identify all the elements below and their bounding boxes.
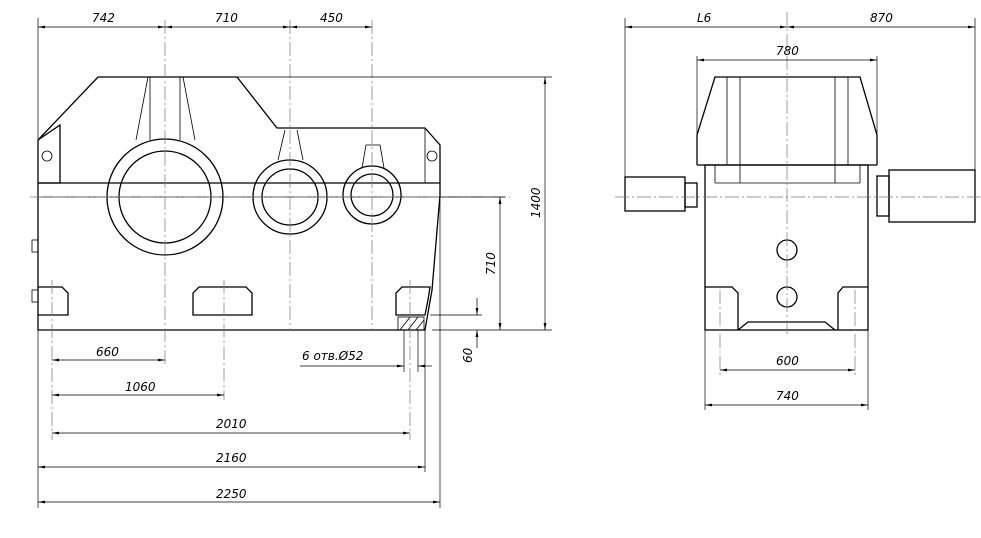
side-view: L6 870 780 600 740 <box>615 11 980 410</box>
dim-870: 870 <box>870 11 893 25</box>
dim-1060: 1060 <box>125 380 156 394</box>
dim-l6: L6 <box>697 11 712 25</box>
input-shaft <box>624 176 698 212</box>
hole-note: 6 отв.Ø52 <box>302 349 363 363</box>
centerlines <box>30 20 510 440</box>
output-shaft <box>876 169 976 223</box>
dim-660: 660 <box>96 345 119 359</box>
dim-450: 450 <box>320 11 343 25</box>
dimensions: 742 710 450 1400 710 60 660 1060 2010 21… <box>37 11 552 508</box>
dim-2010: 2010 <box>216 417 247 431</box>
housing-outline <box>31 76 441 331</box>
dim-60: 60 <box>461 347 475 363</box>
front-view: 742 710 450 1400 710 60 660 1060 2010 21… <box>30 11 552 508</box>
dim-742: 742 <box>92 11 115 25</box>
dim-2250: 2250 <box>216 487 247 501</box>
side-dimensions: L6 870 780 600 740 <box>624 11 976 410</box>
dim-710: 710 <box>215 11 238 25</box>
mounting-feet <box>38 286 431 331</box>
dim-1400: 1400 <box>529 187 543 218</box>
dim-780: 780 <box>776 44 799 58</box>
lifting-eye <box>426 150 438 162</box>
dim-740: 740 <box>776 389 799 403</box>
dim-2160: 2160 <box>216 451 247 465</box>
dim-710-height: 710 <box>484 252 498 275</box>
dim-600: 600 <box>776 354 799 368</box>
side-housing <box>696 76 878 331</box>
lifting-eye <box>41 150 53 162</box>
